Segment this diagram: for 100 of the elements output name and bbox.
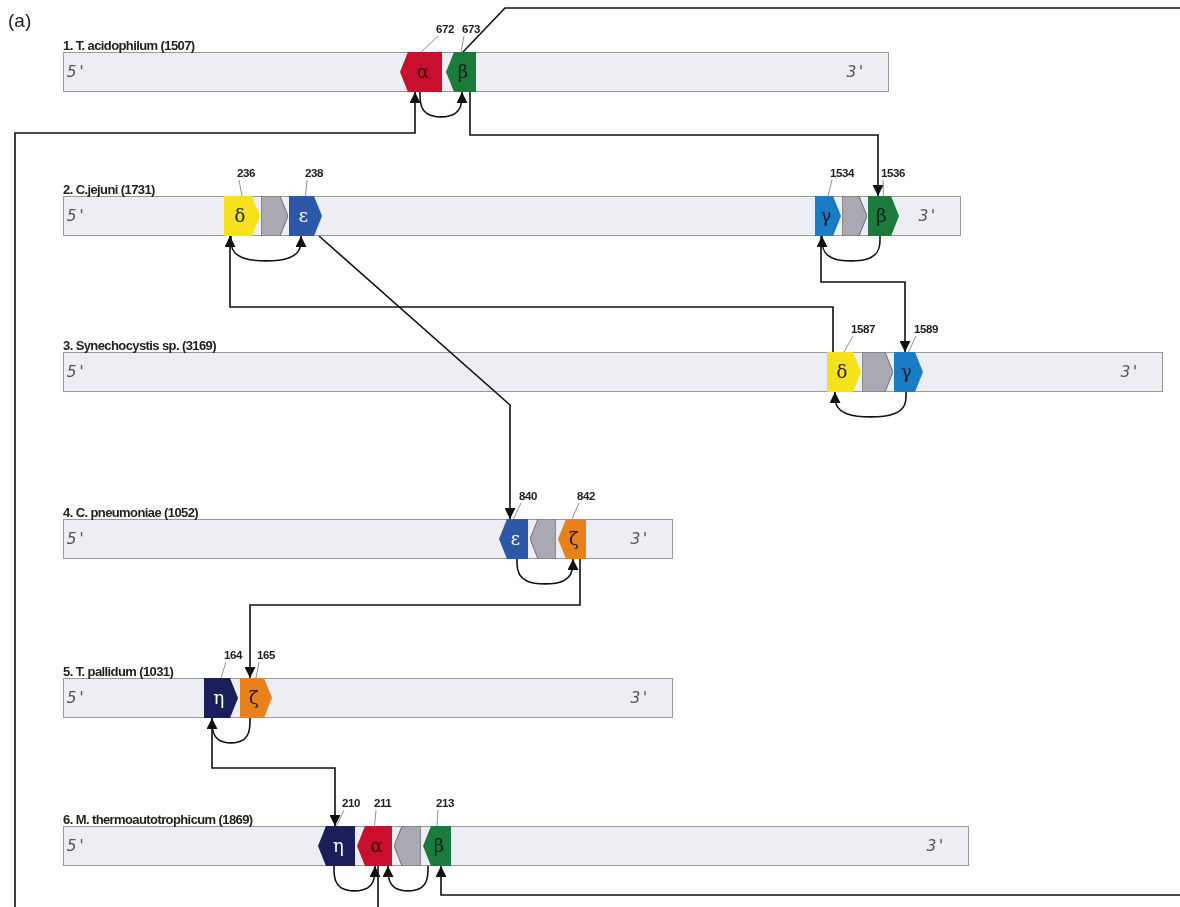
three-prime-label: 3': [918, 206, 938, 225]
connector-arrow: [820, 235, 911, 353]
five-prime-label: 5': [67, 836, 87, 855]
gene-block: [318, 826, 355, 866]
connector-arrow: [224, 235, 834, 353]
five-prime-label: 5': [67, 688, 87, 707]
gene-number: 238: [305, 166, 323, 180]
genome-title: 6. M. thermoautotrophicum (1869): [63, 812, 253, 827]
gene-block: [204, 678, 238, 718]
gene-symbol: ε: [509, 527, 522, 551]
gene-number: 1534: [830, 166, 854, 180]
gene-symbol: ε: [297, 204, 310, 228]
gene-number: 1587: [851, 322, 875, 336]
genome-title: 1. T. acidophilum (1507): [63, 38, 195, 53]
leader-line: [827, 179, 833, 197]
gene-number: 213: [436, 796, 454, 810]
genome-title: 4. C. pneumoniae (1052): [63, 505, 199, 520]
gene-symbol: η: [332, 834, 345, 858]
gene-symbol: β: [456, 60, 470, 84]
gene-block: [827, 352, 861, 392]
gene-symbol: η: [212, 686, 226, 710]
gene-number: 673: [462, 22, 480, 36]
unlabeled-gene-block: [394, 826, 421, 866]
gene-block: [558, 519, 586, 559]
five-prime-label: 5': [67, 529, 87, 548]
genome-title: 5. T. pallidum (1031): [63, 664, 174, 679]
five-prime-label: 5': [67, 362, 87, 381]
gene-number: 672: [436, 22, 454, 36]
leader-line: [882, 179, 884, 197]
connector-arrow: [211, 717, 341, 827]
leader-line: [238, 179, 243, 197]
gene-number: 210: [342, 796, 360, 810]
gene-symbol: γ: [819, 204, 833, 228]
connector-arrow: [435, 865, 1180, 896]
three-prime-label: 3': [926, 836, 946, 855]
gene-number: 236: [237, 166, 255, 180]
leader-line: [843, 335, 854, 353]
leader-line: [255, 661, 260, 679]
gene-block: [289, 196, 322, 236]
five-prime-label: 5': [67, 62, 87, 81]
gene-symbol: α: [415, 60, 431, 84]
connector-arrow: [318, 235, 516, 520]
gene-block: [240, 678, 272, 718]
leader-line: [305, 179, 308, 197]
gene-number: 164: [224, 648, 242, 662]
leader-line: [460, 35, 465, 53]
three-prime-label: 3': [630, 688, 650, 707]
gene-block: [499, 519, 528, 559]
leader-line: [420, 35, 439, 53]
curved-arrow: [419, 91, 468, 118]
three-prime-label: 3': [1120, 362, 1140, 381]
gene-number: 211: [374, 796, 392, 810]
gene-number: 842: [577, 489, 595, 503]
gene-number: 1589: [914, 322, 938, 336]
unlabeled-gene-block: [862, 352, 893, 392]
gene-block: [400, 52, 442, 92]
curved-arrow: [816, 235, 881, 262]
gene-symbol: δ: [233, 204, 247, 228]
genome-title: 2. C.jejuni (1731): [63, 182, 155, 197]
gene-block: [868, 196, 899, 236]
curved-arrow: [829, 391, 907, 418]
connector-arrow: [244, 558, 581, 679]
five-prime-label: 5': [67, 206, 87, 225]
gene-number: 840: [519, 489, 537, 503]
unlabeled-gene-block: [261, 196, 288, 236]
gene-block: [894, 352, 923, 392]
gene-symbol: γ: [900, 360, 913, 384]
three-prime-label: 3': [846, 62, 866, 81]
connector-arrow: [14, 91, 421, 907]
gene-symbol: δ: [835, 360, 849, 384]
curved-arrow: [333, 865, 381, 892]
gene-symbol: α: [369, 834, 384, 858]
genome-title: 3. Synechocystis sp. (3169): [63, 338, 216, 353]
unlabeled-gene-block: [530, 519, 556, 559]
gene-block: [446, 52, 476, 92]
curved-arrow: [230, 235, 307, 262]
leader-line: [436, 809, 439, 827]
leader-line: [374, 809, 377, 827]
panel-label: (a): [8, 10, 32, 32]
gene-block: [815, 196, 841, 236]
gene-block: [224, 196, 260, 236]
leader-line: [220, 661, 227, 679]
gene-symbol: β: [875, 204, 888, 228]
leader-line: [908, 335, 917, 353]
leader-line: [336, 809, 345, 827]
gene-symbol: ζ: [568, 527, 580, 551]
curved-arrow: [206, 717, 251, 744]
curved-arrow: [516, 558, 579, 585]
gene-block: [423, 826, 451, 866]
gene-symbol: ζ: [248, 686, 260, 710]
gene-number: 165: [257, 648, 275, 662]
three-prime-label: 3': [630, 529, 650, 548]
gene-block: [357, 826, 392, 866]
gene-symbol: β: [432, 834, 446, 858]
leader-line: [513, 502, 522, 520]
connector-arrow: [469, 91, 884, 197]
gene-number: 1536: [881, 166, 905, 180]
unlabeled-gene-block: [842, 196, 867, 236]
leader-line: [571, 502, 580, 520]
curved-arrow: [382, 865, 429, 892]
